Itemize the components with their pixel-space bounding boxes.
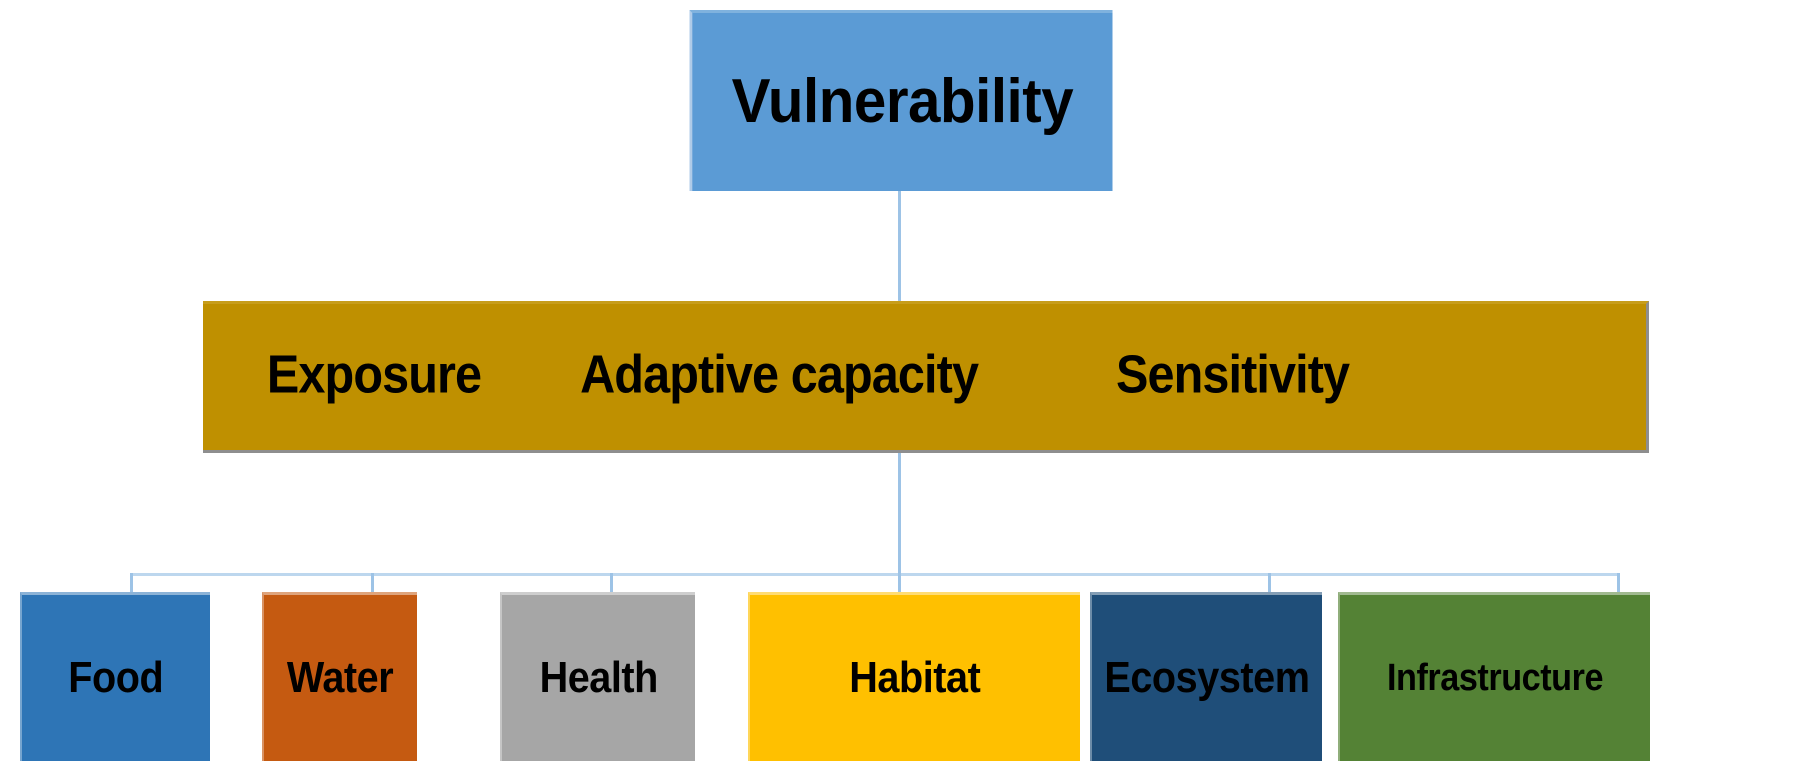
node-vulnerability-label: Vulnerability	[731, 67, 1074, 136]
node-sector-food: Food	[20, 592, 210, 761]
component-label-adaptive-capacity: Adaptive capacity	[580, 344, 979, 405]
component-label-exposure: Exposure	[266, 344, 482, 405]
node-sector-infrastructure: Infrastructure	[1338, 592, 1650, 761]
sector-label-habitat: Habitat	[849, 653, 981, 702]
connector-components-to-sectors	[898, 453, 901, 575]
connector-drop-food	[130, 573, 133, 594]
node-vulnerability: Vulnerability	[689, 10, 1113, 191]
sector-label-infrastructure: Infrastructure	[1386, 656, 1604, 699]
connector-drop-water	[371, 573, 374, 594]
connector-drop-ecosystem	[1268, 573, 1271, 594]
connector-drop-health	[610, 573, 613, 594]
connector-vulnerability-to-components	[898, 191, 901, 303]
node-component-bar: Exposure Adaptive capacity Sensitivity	[203, 301, 1649, 453]
component-label-sensitivity: Sensitivity	[1115, 344, 1350, 405]
node-sector-health: Health	[500, 592, 695, 761]
sector-label-water: Water	[287, 653, 394, 702]
connector-drop-habitat	[898, 573, 901, 594]
sector-label-health: Health	[539, 653, 658, 702]
node-sector-ecosystem: Ecosystem	[1090, 592, 1322, 761]
sector-label-food: Food	[68, 653, 164, 702]
connector-sector-bus	[130, 573, 1620, 576]
node-sector-water: Water	[262, 592, 417, 761]
connector-drop-infrastructure	[1617, 573, 1620, 594]
node-sector-habitat: Habitat	[748, 592, 1080, 761]
sector-label-ecosystem: Ecosystem	[1104, 653, 1310, 702]
